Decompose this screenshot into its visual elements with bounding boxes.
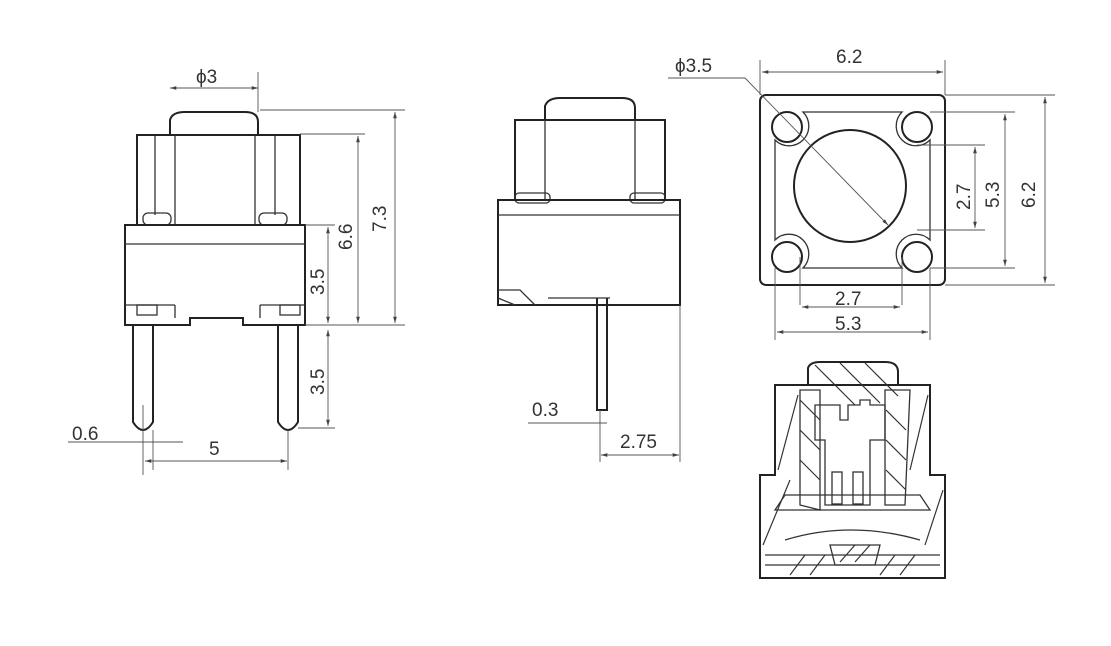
front-view-dimensions: ϕ3 7.3 6.6 3.5 3.5 0.6 5 [68, 67, 405, 475]
dim-pin-width: 0.6 [72, 424, 98, 445]
dim-inner-depth: 5.3 [983, 182, 1004, 208]
dim-depth: 6.2 [1019, 182, 1040, 208]
dim-button-diameter: ϕ3 [196, 67, 217, 88]
section-view [759, 361, 946, 579]
dim-pin-offset: 2.75 [620, 432, 657, 453]
side-view [497, 97, 681, 411]
dim-base-height: 3.5 [308, 269, 329, 295]
top-view-dimensions: 6.2 ϕ3.5 6.2 5.3 2.7 2.7 5.3 [668, 47, 1055, 340]
dim-pin-length: 3.5 [308, 369, 329, 395]
dim-actuator-diameter: ϕ3.5 [675, 56, 712, 77]
dim-pin-thickness: 0.3 [532, 400, 558, 421]
dim-inner-pitch-h: 2.7 [835, 289, 861, 310]
dim-pin-pitch: 5 [209, 439, 220, 460]
dim-width: 6.2 [836, 47, 862, 68]
side-view-dimensions: 0.3 2.75 [528, 305, 681, 462]
dim-body-height: 6.6 [336, 224, 357, 250]
dim-inner-width: 5.3 [835, 314, 861, 335]
front-view [124, 111, 306, 431]
top-view [759, 94, 946, 286]
dim-inner-pitch-v: 2.7 [954, 184, 975, 210]
dim-total-height: 7.3 [370, 206, 391, 232]
